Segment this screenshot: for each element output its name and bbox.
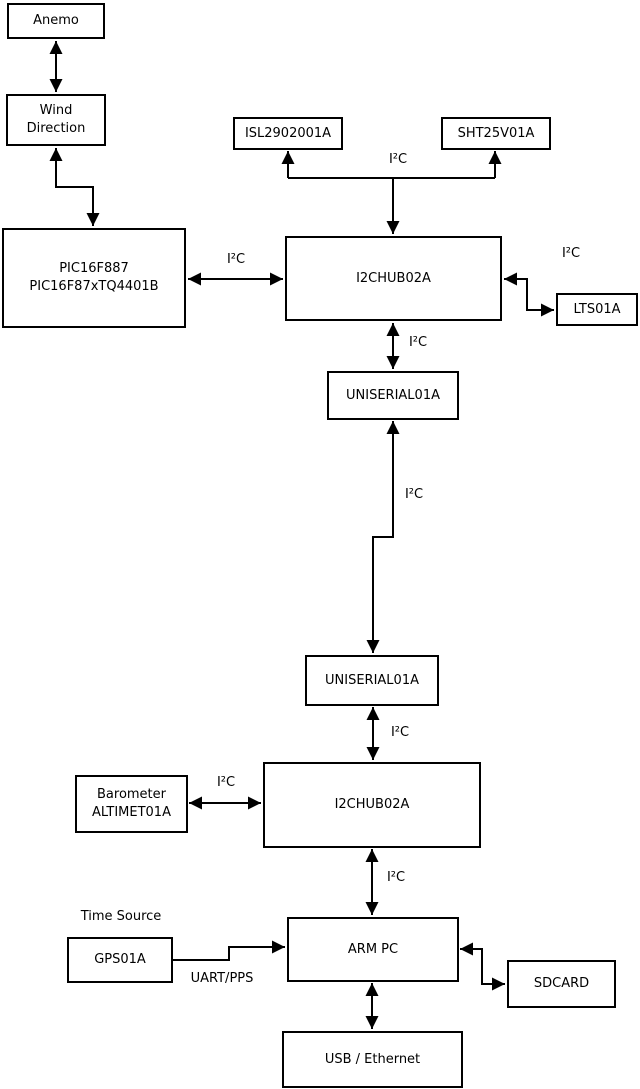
node-sdcard: SDCARD	[507, 960, 616, 1008]
node-usb-ethernet: USB / Ethernet	[282, 1031, 463, 1088]
edge-label-i2c-sensors-bus: I²C	[388, 152, 408, 167]
edge-label-i2c-barometer-hub2: I²C	[216, 775, 236, 790]
node-pic16f887: PIC16F887 PIC16F87xTQ4401B	[2, 228, 186, 328]
edge-label-i2c-hub1-uniserial1: I²C	[408, 335, 428, 350]
edge-uniserial1-uniserial2	[366, 421, 400, 653]
node-anemo: Anemo	[7, 3, 105, 39]
edge-label-i2c-uniserial2-hub2: I²C	[390, 725, 410, 740]
node-arm-pc: ARM PC	[287, 917, 459, 982]
node-barometer-altimet01a: Barometer ALTIMET01A	[75, 775, 188, 833]
time-source-label: Time Source	[80, 909, 162, 924]
uart-pps-label: UART/PPS	[190, 971, 254, 986]
node-isl2902001a: ISL2902001A	[233, 117, 343, 150]
node-uniserial01a-1: UNISERIAL01A	[327, 371, 459, 420]
node-uniserial01a-2: UNISERIAL01A	[305, 655, 439, 706]
node-i2chub02a-2: I2CHUB02A	[263, 762, 481, 848]
edge-hub1-lts	[504, 272, 554, 317]
node-gps01a: GPS01A	[67, 937, 173, 983]
edge-label-i2c-uniserial1-uniserial2: I²C	[404, 487, 424, 502]
node-i2chub02a-1: I2CHUB02A	[285, 236, 502, 321]
node-wind-direction: Wind Direction	[6, 94, 106, 146]
node-sht25v01a: SHT25V01A	[441, 117, 551, 150]
edge-label-i2c-hub2-armpc: I²C	[386, 870, 406, 885]
edge-label-i2c-hub1-lts: I²C	[561, 246, 581, 261]
edge-wind-pic	[49, 148, 100, 226]
edge-label-i2c-pic-hub1: I²C	[226, 252, 246, 267]
node-lts01a: LTS01A	[556, 293, 638, 326]
edge-gps-armpc	[172, 940, 285, 961]
edge-armpc-sdcard	[460, 942, 505, 991]
